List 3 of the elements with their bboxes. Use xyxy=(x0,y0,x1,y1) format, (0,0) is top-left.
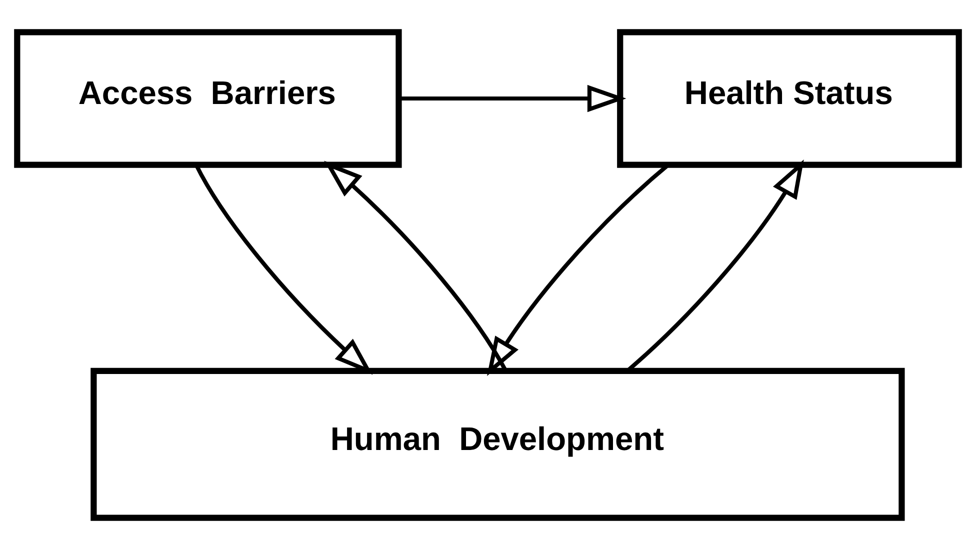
node-box: Health Status xyxy=(616,29,962,168)
node-box: Human Development xyxy=(90,368,904,521)
node-box: Access Barriers xyxy=(14,29,402,168)
